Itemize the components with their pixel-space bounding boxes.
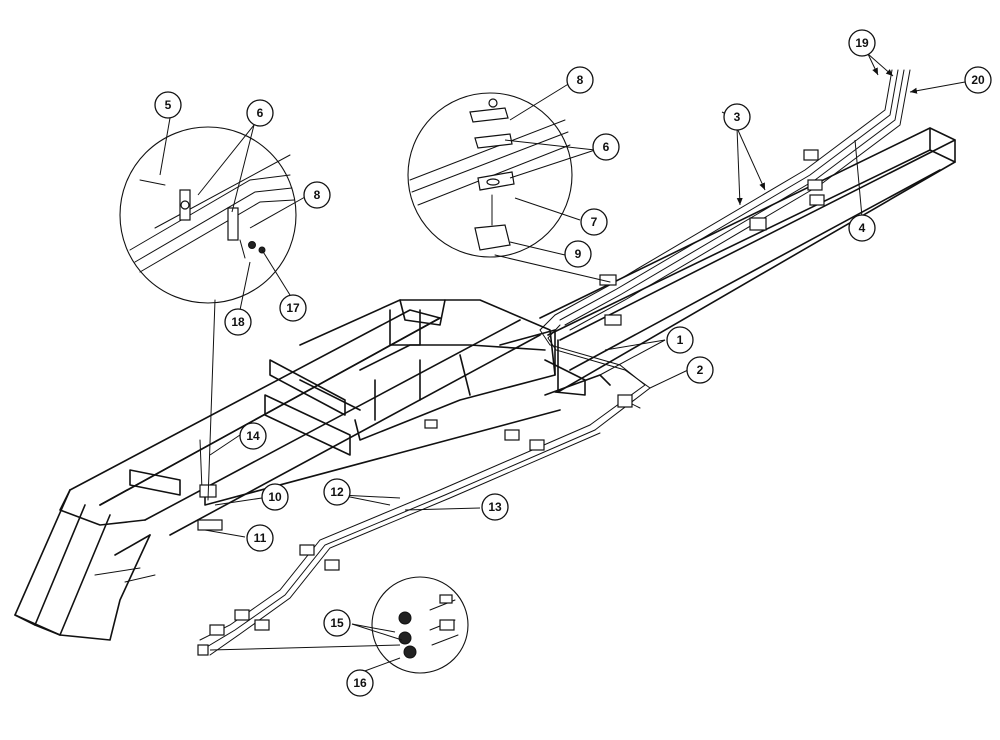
callout-13: 13: [481, 493, 509, 521]
callout-12: 12: [323, 478, 351, 506]
callout-16: 16: [346, 669, 374, 697]
callout-6-top: 6: [592, 133, 620, 161]
callout-19: 19: [848, 29, 876, 57]
callout-14-label: 14: [246, 429, 260, 443]
callout-group: 1 2 3 4 5 6 6 7 8 8 9 10 11 12 13 14 15 …: [154, 29, 992, 697]
callout-13-label: 13: [488, 500, 502, 514]
callout-16-label: 16: [353, 676, 367, 690]
callout-5-label: 5: [165, 98, 172, 112]
main-frame: [14, 127, 956, 641]
detail-circle-bottom: [371, 576, 469, 674]
callout-7-label: 7: [591, 215, 598, 229]
detail-circle-left: [119, 126, 297, 501]
callout-6-top-label: 6: [603, 140, 610, 154]
line-clamps: [197, 149, 825, 656]
callout-3: 3: [723, 103, 751, 131]
callout-17-label: 17: [286, 301, 300, 315]
callout-17: 17: [279, 294, 307, 322]
callout-4-label: 4: [859, 221, 866, 235]
detail-circle-top: [407, 92, 611, 283]
hydraulic-lines: [199, 69, 911, 656]
callout-2: 2: [686, 356, 714, 384]
callout-6-left: 6: [246, 99, 274, 127]
callout-19-label: 19: [855, 36, 869, 50]
callout-9: 9: [564, 240, 592, 268]
callout-11-label: 11: [254, 531, 267, 545]
callout-2-label: 2: [697, 363, 704, 377]
callout-20: 20: [964, 66, 992, 94]
callout-9-label: 9: [575, 247, 582, 261]
callout-10-label: 10: [268, 490, 282, 504]
callout-18: 18: [224, 308, 252, 336]
callout-6-left-label: 6: [257, 106, 264, 120]
callout-14: 14: [239, 422, 267, 450]
callout-12-label: 12: [330, 485, 344, 499]
callout-8-left-label: 8: [314, 188, 321, 202]
callout-4: 4: [848, 214, 876, 242]
callout-10: 10: [261, 483, 289, 511]
callout-3-label: 3: [734, 110, 741, 124]
callout-20-label: 20: [971, 73, 985, 87]
callout-8-top-label: 8: [577, 73, 584, 87]
callout-8-top: 8: [566, 66, 594, 94]
callout-15: 15: [323, 609, 351, 637]
callout-18-label: 18: [231, 315, 245, 329]
callout-1-label: 1: [677, 333, 684, 347]
callout-8-left: 8: [303, 181, 331, 209]
leader-lines: [159, 53, 966, 673]
callout-1: 1: [666, 326, 694, 354]
callout-11: 11: [246, 524, 274, 552]
callout-5: 5: [154, 91, 182, 119]
callout-7: 7: [580, 208, 608, 236]
callout-15-label: 15: [330, 616, 344, 630]
